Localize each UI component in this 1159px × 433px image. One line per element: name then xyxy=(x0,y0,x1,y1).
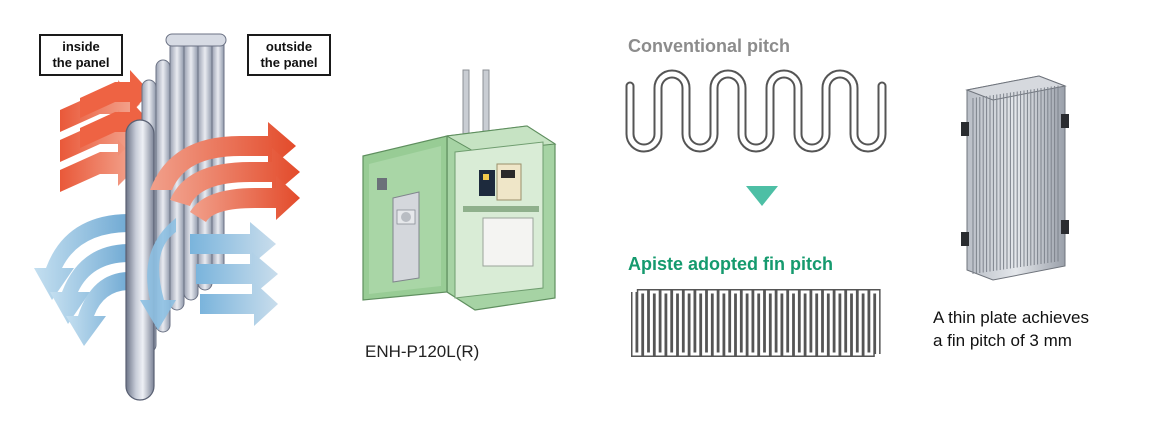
cabinet-section: ENH-P120L(R) xyxy=(355,60,585,380)
description-line-1: A thin plate achieves xyxy=(933,308,1089,327)
outside-label-line-1: outside xyxy=(265,39,313,54)
inside-panel-label: inside the panel xyxy=(39,34,123,76)
apiste-fin-pitch-waveform xyxy=(631,289,881,357)
conventional-pitch-waveform xyxy=(625,69,887,153)
inside-label-line-1: inside xyxy=(62,39,100,54)
outside-label-line-2: the panel xyxy=(260,55,318,70)
description-line-2: a fin pitch of 3 mm xyxy=(933,331,1072,350)
warm-air-arrows-outside xyxy=(150,122,300,222)
control-cabinet-illustration xyxy=(362,69,557,311)
heat-exchanger-product-section: A thin plate achieves a fin pitch of 3 m… xyxy=(925,40,1155,370)
fin-pitch-description: A thin plate achieves a fin pitch of 3 m… xyxy=(933,306,1089,352)
warm-air-arrows-inside xyxy=(60,70,150,192)
model-caption: ENH-P120L(R) xyxy=(365,342,480,361)
inside-label-line-2: the panel xyxy=(52,55,110,70)
down-arrow-icon xyxy=(746,186,778,206)
conventional-pitch-title: Conventional pitch xyxy=(628,36,790,56)
cool-air-arrows-outside xyxy=(140,218,278,330)
heat-exchanger-photo xyxy=(961,75,1069,281)
heat-flow-diagram: inside the panel outside the panel xyxy=(0,0,340,428)
cool-air-arrows-inside xyxy=(34,214,130,346)
outside-panel-label: outside the panel xyxy=(247,34,331,76)
apiste-pitch-title: Apiste adopted fin pitch xyxy=(628,254,833,274)
heat-flow-illustration xyxy=(34,33,300,401)
pitch-comparison-section: Conventional pitch Apiste adopted fin pi… xyxy=(600,0,920,428)
